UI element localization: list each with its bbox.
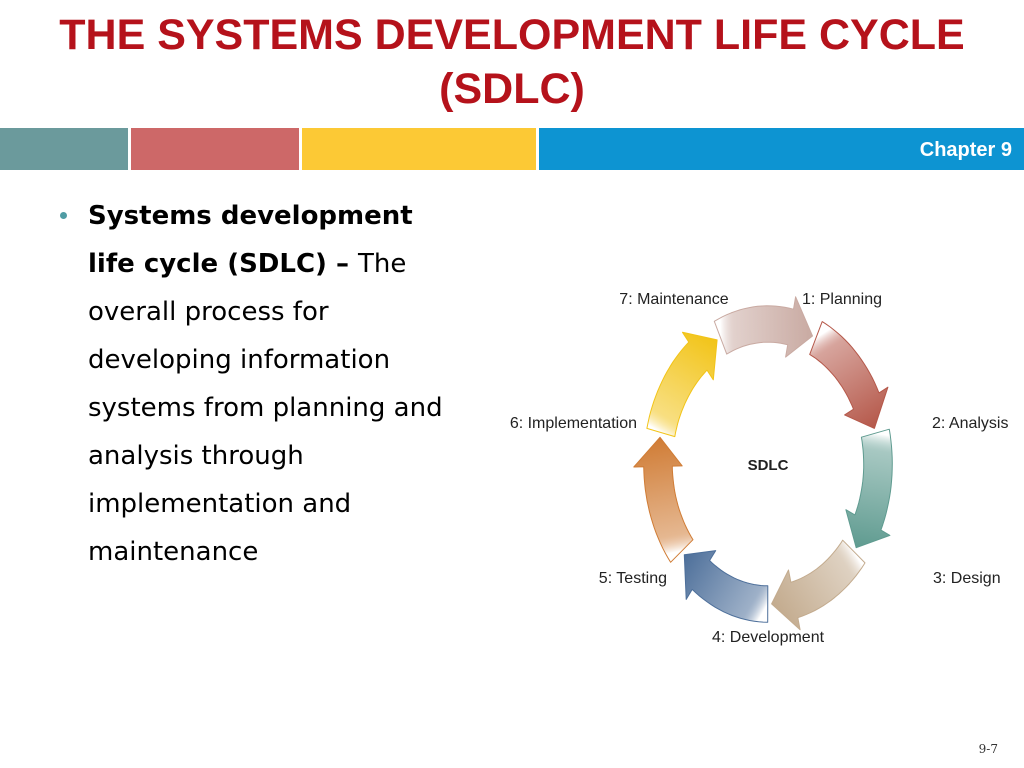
phase-label-6: 6: Implementation <box>510 415 637 432</box>
header-band-blue <box>539 128 1024 170</box>
slide-title: THE SYSTEMS DEVELOPMENT LIFE CYCLE (SDLC… <box>0 8 1024 116</box>
title-line-1: THE SYSTEMS DEVELOPMENT LIFE CYCLE <box>59 11 965 59</box>
chapter-label: Chapter 9 <box>919 139 1012 161</box>
phase-arrow-7 <box>633 436 694 563</box>
bullet-dash: – <box>326 249 359 279</box>
phase-label-5: 5: Testing <box>599 570 667 587</box>
sdlc-cycle-diagram: 1: Planning 2: Analysis 3: Design 4: Develo… <box>500 280 1009 660</box>
bullet-dot-icon <box>60 212 67 219</box>
phase-arrow-6 <box>683 550 769 623</box>
page-number: 9-7 <box>978 742 998 756</box>
phase-arrow-1 <box>646 331 718 438</box>
title-line-2: (SDLC) <box>439 65 585 113</box>
header-band-yellow <box>302 128 536 170</box>
phase-label-2: 2: Analysis <box>932 415 1008 432</box>
bullet-item: Systems development life cycle (SDLC) – … <box>88 192 463 576</box>
phase-arrow-4 <box>845 428 893 549</box>
cycle-arrows <box>633 296 893 631</box>
phase-label-7: 7: Maintenance <box>619 291 729 308</box>
phase-arrow-5 <box>771 539 866 631</box>
phase-label-4: 4: Development <box>712 629 825 646</box>
header-band-red <box>131 128 299 170</box>
cycle-labels: 1: Planning 2: Analysis 3: Design 4: Develo… <box>510 291 1009 646</box>
bullet-term: Systems development life cycle (SDLC) <box>88 201 413 279</box>
header-band-teal <box>0 128 128 170</box>
phase-arrow-3 <box>809 321 889 429</box>
phase-label-3: 3: Design <box>933 570 1001 587</box>
phase-label-1: 1: Planning <box>802 291 882 308</box>
phase-arrow-2 <box>713 296 813 358</box>
cycle-center-label: SDLC <box>748 457 789 474</box>
bullet-definition: The overall process for developing infor… <box>88 249 443 567</box>
sdlc-cycle-svg: 1: Planning 2: Analysis 3: Design 4: Develo… <box>510 291 1009 646</box>
